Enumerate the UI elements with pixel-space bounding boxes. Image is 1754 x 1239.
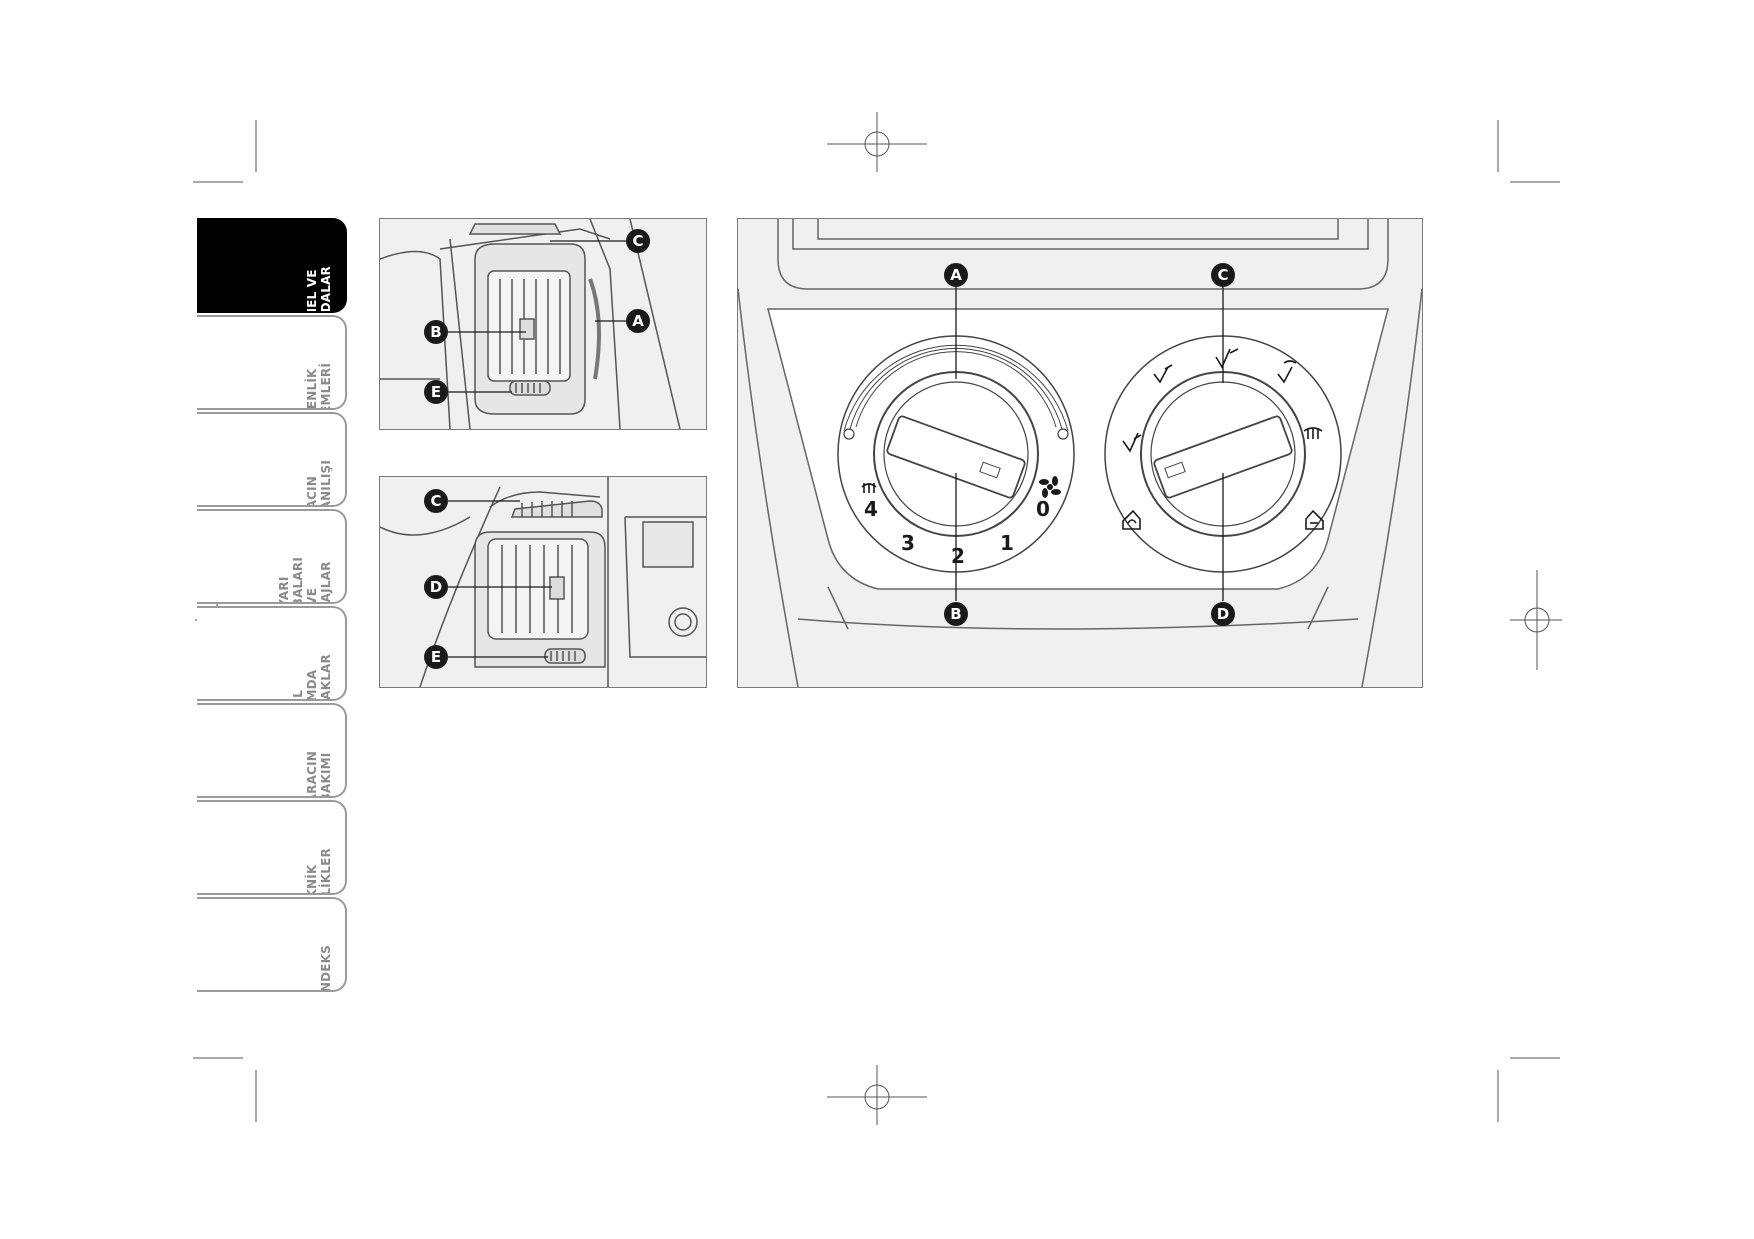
tab-label: ÖN PANEL VE KUMANDALAR bbox=[305, 266, 333, 312]
face-vent-icon bbox=[1153, 364, 1173, 384]
fan-speed-4: 4 bbox=[864, 497, 878, 521]
side-vent-illustration bbox=[380, 219, 681, 429]
tab-aracin-kullanilisi[interactable]: ARACIN KULLANILIŞI bbox=[197, 412, 347, 507]
callout-e: E bbox=[424, 645, 448, 669]
tab-label: ARACIN KULLANILIŞI bbox=[305, 459, 333, 507]
tab-guvenlik[interactable]: GÜVENLİK SİSTEMLERİ bbox=[197, 315, 347, 410]
callout-a: A bbox=[944, 263, 968, 287]
tab-on-panel[interactable]: ÖN PANEL VE KUMANDALAR bbox=[197, 218, 347, 313]
callout-c: C bbox=[1211, 263, 1235, 287]
windshield-vent-icon bbox=[1277, 360, 1297, 384]
callout-e: E bbox=[424, 380, 448, 404]
tab-label: GÜVENLİK SİSTEMLERİ bbox=[305, 362, 333, 410]
defrost-icon bbox=[1303, 427, 1323, 439]
tab-label: UYARI LAMBALARI VE MESAJLAR bbox=[277, 556, 333, 604]
tab-label: ARACIN BAKIMI bbox=[305, 750, 333, 798]
fan-speed-3: 3 bbox=[901, 531, 915, 555]
callout-d: D bbox=[1211, 602, 1235, 626]
figure-climate-controls: A B C D 0 1 2 3 4 bbox=[737, 218, 1423, 688]
defrost-icon bbox=[861, 483, 877, 493]
face-vent-icon bbox=[1122, 432, 1142, 453]
tab-label: ACİL DURUMDA YAPILACAKLAR bbox=[291, 654, 333, 700]
tab-aracin-bakimi[interactable]: ARACIN BAKIMI bbox=[197, 703, 347, 798]
recirculation-icon bbox=[1122, 509, 1141, 530]
fan-speed-0: 0 bbox=[1036, 497, 1050, 521]
figure-center-vent: C D E bbox=[379, 476, 707, 688]
callout-c: C bbox=[424, 489, 448, 513]
tab-label: TEKNİK ÖZELLİKLER bbox=[305, 847, 333, 895]
callout-a: A bbox=[626, 309, 650, 333]
figure-side-vent: C A B E bbox=[379, 218, 707, 430]
tab-uyari[interactable]: UYARI LAMBALARI VE MESAJLAR bbox=[197, 509, 347, 604]
fan-speed-2: 2 bbox=[951, 544, 965, 568]
feet-vent-icon bbox=[1215, 348, 1239, 369]
tab-label: İNDEKS bbox=[319, 944, 333, 992]
callout-b: B bbox=[424, 320, 448, 344]
climate-panel-illustration bbox=[738, 219, 1422, 687]
fan-icon bbox=[1039, 476, 1061, 498]
fan-speed-1: 1 bbox=[1000, 531, 1014, 555]
tab-acil[interactable]: ACİL DURUMDA YAPILACAKLAR bbox=[197, 606, 347, 701]
fresh-air-icon bbox=[1305, 509, 1324, 530]
callout-d: D bbox=[424, 575, 448, 599]
callout-c: C bbox=[626, 229, 650, 253]
tab-teknik[interactable]: TEKNİK ÖZELLİKLER bbox=[197, 800, 347, 895]
tab-indeks[interactable]: İNDEKS bbox=[197, 897, 347, 992]
callout-b: B bbox=[944, 602, 968, 626]
